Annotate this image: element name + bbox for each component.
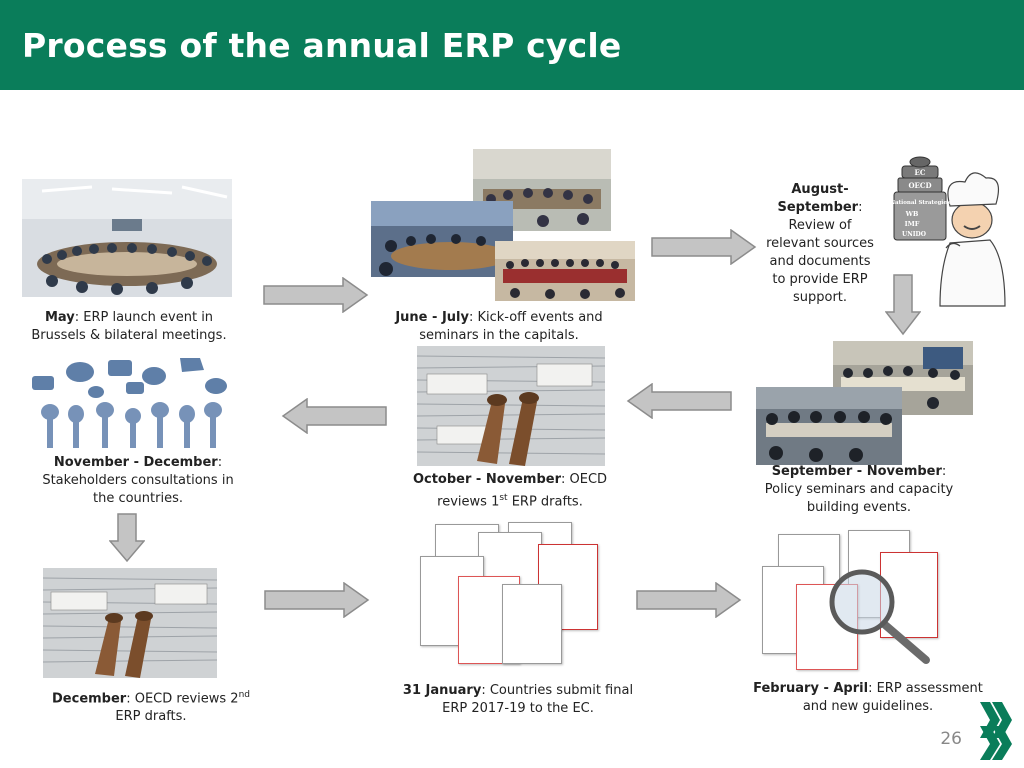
november-hands-image (30, 352, 230, 448)
august-caption: August-September: Review of relevant sou… (766, 182, 874, 305)
magnifier-icon (829, 569, 930, 664)
document-page (502, 584, 562, 664)
slide-header: Process of the annual ERP cycle (0, 0, 1024, 90)
arrow-down-right (885, 274, 921, 336)
february-documents-image (760, 528, 950, 678)
february-caption: February - April: ERP assessment and new… (753, 681, 983, 714)
pot-label-wb: WB (905, 210, 919, 218)
november-caption: November - December: Stakeholders consul… (42, 455, 234, 506)
pot-label-national: National Strategies (890, 200, 950, 206)
oecd-chevron-logo (980, 702, 1012, 760)
arrow-right-3 (264, 582, 370, 618)
june-caption: June - July: Kick-off events and seminar… (395, 310, 603, 343)
september-photo-2 (756, 387, 902, 465)
june-photo-3 (495, 241, 635, 301)
arrow-left-2 (626, 383, 732, 419)
january-documents-image (418, 518, 598, 664)
september-caption: September - November: Policy seminars an… (764, 464, 954, 515)
may-caption: May: ERP launch event in Brussels & bila… (31, 310, 227, 343)
december-papers-image (43, 568, 217, 678)
arrow-down-left (109, 513, 145, 563)
pot-label-imf: IMF (905, 220, 920, 228)
october-caption: October - November: OECD reviews 1st ERP… (412, 472, 608, 510)
june-photo-2 (371, 201, 513, 277)
october-papers-image (417, 346, 605, 466)
arrow-right-2 (651, 229, 757, 265)
may-photo (22, 179, 232, 297)
page-number: 26 (940, 729, 962, 749)
january-caption: 31 January: Countries submit final ERP 2… (402, 683, 634, 716)
pot-label-unido: UNIDO (902, 231, 926, 238)
arrow-left-1 (281, 398, 387, 434)
pot-label-oecd: OECD (908, 181, 931, 190)
december-caption: December: OECD reviews 2nd ERP drafts. (52, 690, 250, 725)
chef-illustration: EC OECD National Strategies WB IMF UNIDO (880, 148, 1010, 310)
arrow-right-4 (636, 582, 742, 618)
slide-title: Process of the annual ERP cycle (22, 26, 622, 65)
pot-label-ec: EC (915, 168, 926, 177)
arrow-right-1 (263, 277, 369, 313)
